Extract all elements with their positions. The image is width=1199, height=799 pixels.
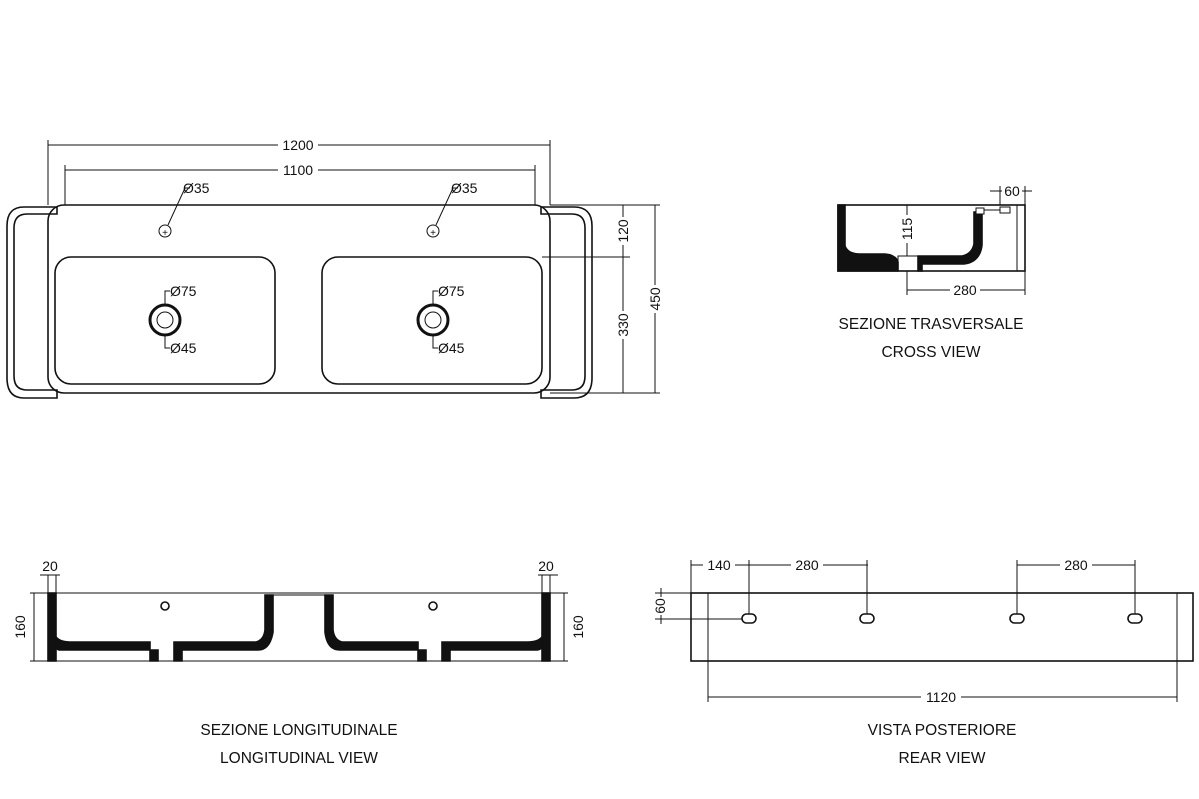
basin-outline <box>47 204 551 394</box>
cross-section-profile <box>837 204 899 272</box>
label-drain-inner-left: Ø45 <box>170 340 197 356</box>
left-tap-hole <box>158 224 172 238</box>
dim-rear-length: 1120 <box>926 689 956 705</box>
dim-long-right-height: 160 <box>570 615 586 639</box>
cross-overflow <box>975 207 985 215</box>
right-tap-cross: + <box>430 228 436 239</box>
long-caption-en: LONGITUDINAL VIEW <box>220 750 378 767</box>
left-towel-rail <box>6 206 58 399</box>
dim-cross-bottom: 280 <box>953 282 977 298</box>
leader-drain-inner-left <box>164 335 170 349</box>
leader-drain-inner-right <box>432 335 438 349</box>
cross-caption-en: CROSS VIEW <box>881 344 980 361</box>
right-tap-hole <box>426 224 440 238</box>
dim-long-left-height: 160 <box>12 615 28 639</box>
dim-basin-depth: 330 <box>615 313 631 337</box>
right-drain-inner <box>424 311 442 329</box>
rear-slot-1 <box>741 613 757 624</box>
rear-slot-4 <box>1127 613 1143 624</box>
right-bowl <box>321 256 543 385</box>
long-left-bowl-bottom <box>55 634 159 662</box>
left-tap-cross: + <box>162 228 168 239</box>
long-caption-it: SEZIONE LONGITUDINALE <box>200 722 397 739</box>
long-tap-hole-right <box>428 601 438 611</box>
dim-inner-width: 1100 <box>283 162 313 178</box>
rear-slot-3 <box>1009 613 1025 624</box>
label-drain-outer-right: Ø75 <box>438 283 465 299</box>
rear-caption-en: REAR VIEW <box>899 750 986 767</box>
long-right-bowl-bottom <box>324 594 427 662</box>
cross-caption-it: SEZIONE TRASVERSALE <box>839 316 1024 333</box>
leader-drain-outer-right <box>432 290 438 305</box>
long-right-wall <box>541 592 551 662</box>
long-tap-hole-left <box>160 601 170 611</box>
rear-view: 140 280 280 60 1120 VISTA POSTERIORE REA… <box>652 557 1194 767</box>
dim-overall-depth: 450 <box>647 287 663 311</box>
dim-rear-second: 280 <box>795 557 819 573</box>
leader-tap-left <box>167 187 190 226</box>
dim-long-left-top: 20 <box>42 558 58 574</box>
dim-rear-third: 280 <box>1064 557 1088 573</box>
cross-drain <box>897 255 919 272</box>
top-view: + + 1200 1100 Ø35 Ø35 Ø75 Ø45 Ø75 Ø4 <box>6 137 663 399</box>
longitudinal-view: 20 20 160 160 SEZIONE LONGITUDINALE LONG… <box>12 558 586 767</box>
long-left-wall <box>47 592 57 662</box>
long-right-bowl-bottom-b <box>441 634 543 662</box>
dim-rear-first: 140 <box>707 557 731 573</box>
label-drain-outer-left: Ø75 <box>170 283 197 299</box>
cross-section-profile-right <box>917 211 983 272</box>
left-bowl <box>54 256 276 385</box>
left-drain-outer <box>148 303 182 337</box>
leader-drain-outer-left <box>164 290 170 305</box>
dim-cross-height: 115 <box>899 218 915 241</box>
leader-tap-right <box>435 187 458 226</box>
long-left-bowl-bottom-b <box>173 594 274 662</box>
rear-caption-it: VISTA POSTERIORE <box>868 722 1017 739</box>
dim-cross-top: 60 <box>1004 183 1020 199</box>
label-tap-right: Ø35 <box>451 180 478 196</box>
cross-tap <box>999 206 1011 214</box>
dim-front-depth: 120 <box>615 219 631 243</box>
right-towel-rail <box>540 206 593 399</box>
dim-overall-width: 1200 <box>282 137 313 153</box>
dim-rear-height: 60 <box>652 598 668 614</box>
rear-outline <box>690 592 1194 662</box>
rear-slot-2 <box>859 613 875 624</box>
label-drain-inner-right: Ø45 <box>438 340 465 356</box>
label-tap-left: Ø35 <box>183 180 210 196</box>
right-drain-outer <box>416 303 450 337</box>
cross-view: 60 115 280 SEZIONE TRASVERSALE CROSS VIE… <box>837 183 1032 361</box>
left-drain-inner <box>156 311 174 329</box>
dim-long-right-top: 20 <box>538 558 554 574</box>
